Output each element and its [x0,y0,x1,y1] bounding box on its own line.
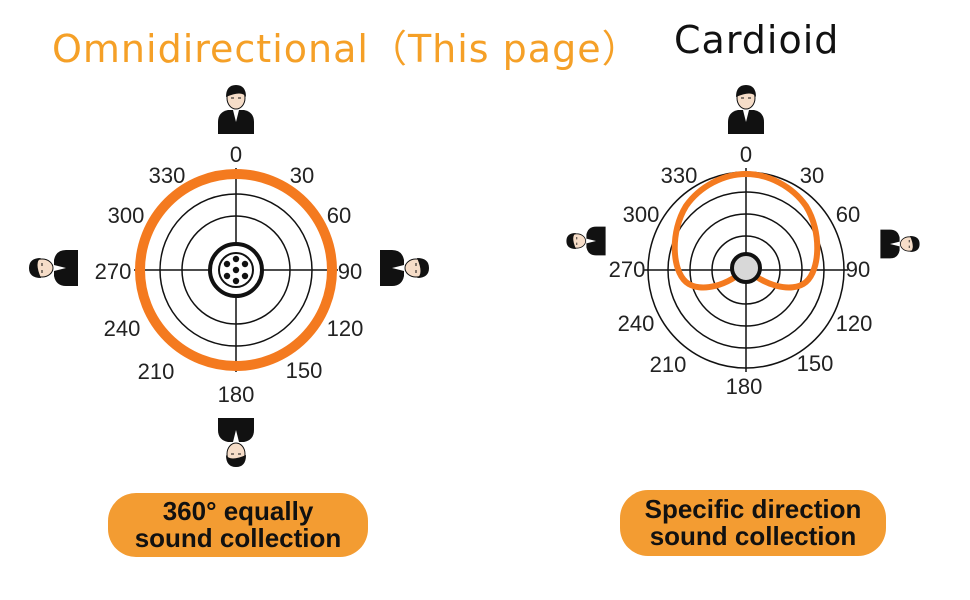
person-left-icon [28,249,79,287]
omnidirectional-caption: 360° equally sound collection [108,493,368,557]
omnidirectional-diagram: 0 30 60 90 120 150 180 210 240 270 300 3… [28,84,430,468]
angle-label-120: 120 [836,311,873,336]
angle-label-150: 150 [286,358,323,383]
angle-label-90: 90 [338,259,362,284]
angle-label-330: 330 [661,163,698,188]
angle-label-180: 180 [726,374,763,399]
person-front-icon [217,84,255,135]
angle-label-90: 90 [846,257,870,282]
angle-label-240: 240 [104,316,141,341]
angle-label-180: 180 [218,382,255,407]
omnidirectional-title: Omnidirectional（This page） [52,27,641,71]
person-left-icon [566,226,606,256]
angle-label-300: 300 [108,203,145,228]
person-back-icon [217,417,255,468]
microphone-capsule-icon [208,242,264,298]
person-front-icon [727,84,765,135]
caption-line: sound collection [134,523,342,553]
angle-label-240: 240 [618,311,655,336]
angle-label-60: 60 [327,203,351,228]
person-right-icon [880,229,920,259]
angle-label-0: 0 [740,142,752,167]
caption-line: 360° equally [162,496,314,526]
cardioid-diagram: 0 30 60 90 120 150 180 210 240 270 300 3… [566,84,920,399]
angle-label-30: 30 [290,163,314,188]
person-right-icon [379,249,430,287]
caption-line: sound collection [649,521,857,551]
angle-label-30: 30 [800,163,824,188]
angle-label-60: 60 [836,202,860,227]
angle-label-210: 210 [138,359,175,384]
angle-label-0: 0 [230,142,242,167]
angle-label-330: 330 [149,163,186,188]
microphone-capsule-icon [730,252,762,284]
angle-label-120: 120 [327,316,364,341]
angle-label-270: 270 [609,257,646,282]
cardioid-pickup-pattern [671,171,821,291]
cardioid-caption: Specific direction sound collection [620,490,886,556]
omnidirectional-pickup-pattern [135,169,337,371]
cardioid-title: Cardioid [674,18,840,62]
angle-label-210: 210 [650,352,687,377]
angle-label-270: 270 [95,259,132,284]
caption-line: Specific direction [644,494,862,524]
angle-label-150: 150 [797,351,834,376]
angle-label-300: 300 [623,202,660,227]
